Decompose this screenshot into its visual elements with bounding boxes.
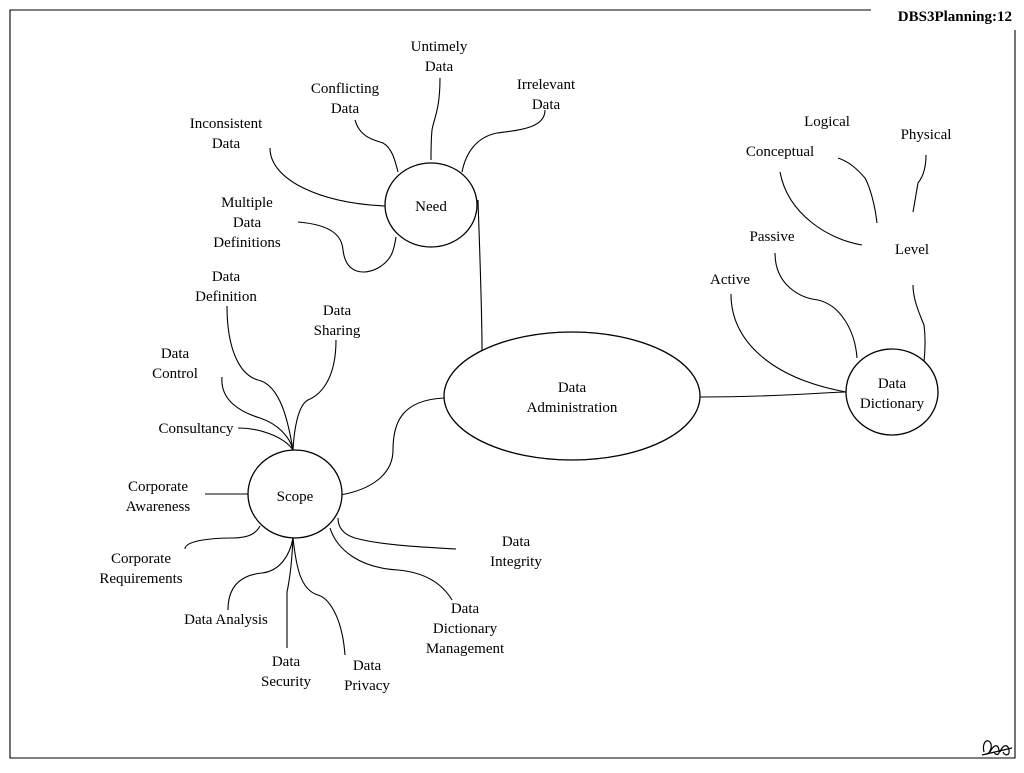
node-data-dictionary	[845, 348, 939, 436]
slide-id-label: DBS3Planning:12	[898, 9, 1012, 25]
connector-active	[730, 293, 847, 393]
connector-irrelevant-data	[461, 109, 546, 173]
connector-physical	[912, 154, 927, 213]
connector-level	[912, 284, 926, 363]
label-logical: Logical	[804, 114, 850, 130]
label-consultancy: Consultancy	[159, 421, 234, 437]
label-data-analysis: Data Analysis	[184, 612, 268, 628]
connector-admin-need	[477, 199, 483, 351]
node-data-administration	[443, 331, 701, 461]
connector-consultancy	[237, 427, 294, 451]
connector-logical	[837, 157, 878, 224]
node-need-label: Need	[415, 199, 447, 215]
connector-corporate-requirements	[184, 525, 261, 550]
connector-passive	[774, 252, 858, 359]
slide-frame	[9, 9, 1016, 759]
node-need	[384, 162, 478, 248]
connector-data-control	[221, 376, 294, 451]
node-scope-label: Scope	[277, 489, 314, 505]
connector-admin-dictionary	[699, 391, 847, 398]
connector-multiple-definitions	[297, 221, 397, 273]
connector-data-dictionary-management	[329, 527, 453, 601]
connector-untimely-data	[430, 77, 441, 161]
connector-data-integrity	[337, 517, 457, 550]
label-active: Active	[710, 272, 750, 288]
corner-logo-icon	[981, 740, 1013, 756]
connector-data-definition	[226, 305, 294, 451]
connector-inconsistent-data	[269, 147, 386, 207]
connector-data-sharing	[292, 339, 337, 451]
connector-data-security	[286, 537, 294, 648]
connector-data-privacy	[292, 537, 346, 656]
connector-conceptual	[779, 171, 863, 246]
label-level: Level	[895, 242, 929, 258]
node-scope	[247, 449, 343, 539]
label-passive: Passive	[750, 229, 795, 245]
label-conceptual: Conceptual	[746, 144, 814, 160]
label-physical: Physical	[901, 127, 952, 143]
connector-admin-scope	[339, 397, 445, 496]
connector-data-analysis	[227, 537, 294, 611]
connector-conflicting-data	[354, 119, 399, 173]
